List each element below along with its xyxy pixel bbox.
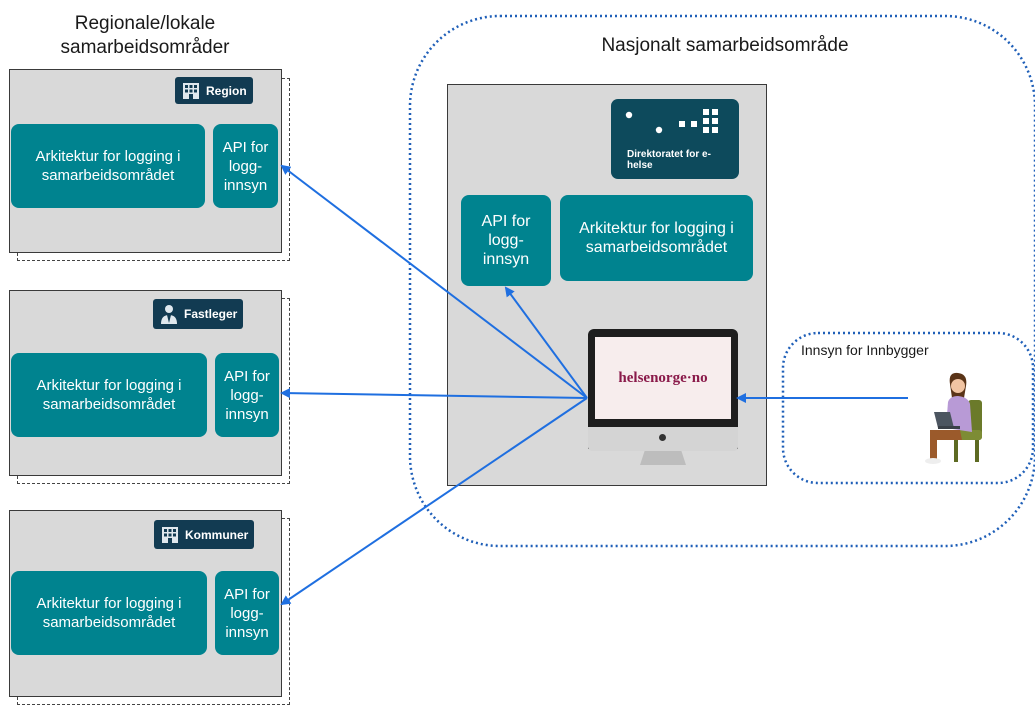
national-panel: Direktoratet for e-helse API for logg-in… (447, 84, 767, 486)
directorate-logo: Direktoratet for e-helse (611, 99, 739, 179)
national-api-box: API for logg-innsyn (461, 195, 551, 286)
region-architecture-box: Arkitektur for logging i samarbeidsområd… (11, 124, 205, 208)
person-with-laptop-icon (925, 372, 982, 464)
fastleger-area: Fastleger Arkitektur for logging i samar… (9, 290, 282, 476)
monitor: helsenorge·no (588, 329, 738, 469)
arrow-to-region-api (280, 164, 588, 399)
citizen-title: Innsyn for Innbygger (801, 342, 929, 358)
region-area: Region Arkitektur for logging i samarbei… (9, 69, 282, 253)
monitor-stand (640, 451, 686, 465)
kommuner-api-box: API for logg-innsyn (215, 571, 279, 655)
kommuner-area: Kommuner Arkitektur for logging i samarb… (9, 510, 282, 697)
arrow-to-national-api (504, 286, 588, 399)
arrow-to-kommuner-api (280, 397, 588, 606)
arrow-to-fastleger-api (280, 388, 588, 399)
building-icon (162, 526, 178, 543)
directorate-logo-text: Direktoratet for e-helse (627, 149, 711, 171)
region-api-box: API for logg-innsyn (213, 124, 278, 208)
national-architecture-box: Arkitektur for logging i samarbeidsområd… (560, 195, 753, 281)
regional-title: Regionale/lokale samarbeidsområder (60, 13, 230, 58)
fastleger-api-box: API for logg-innsyn (215, 353, 279, 437)
monitor-screen: helsenorge·no (595, 337, 731, 419)
kommuner-architecture-box: Arkitektur for logging i samarbeidsområd… (11, 571, 207, 655)
fastleger-architecture-box: Arkitektur for logging i samarbeidsområd… (11, 353, 207, 437)
region-tag: Region (175, 77, 253, 104)
national-title: Nasjonalt samarbeidsområde (601, 35, 849, 56)
kommuner-tag: Kommuner (154, 520, 255, 549)
monitor-dot (659, 434, 666, 441)
doctor-icon (161, 305, 177, 324)
fastleger-tag: Fastleger (153, 299, 244, 329)
directorate-logo-mark (625, 109, 718, 134)
helsenorge-logo: helsenorge·no (618, 369, 708, 386)
building-icon (183, 82, 199, 99)
